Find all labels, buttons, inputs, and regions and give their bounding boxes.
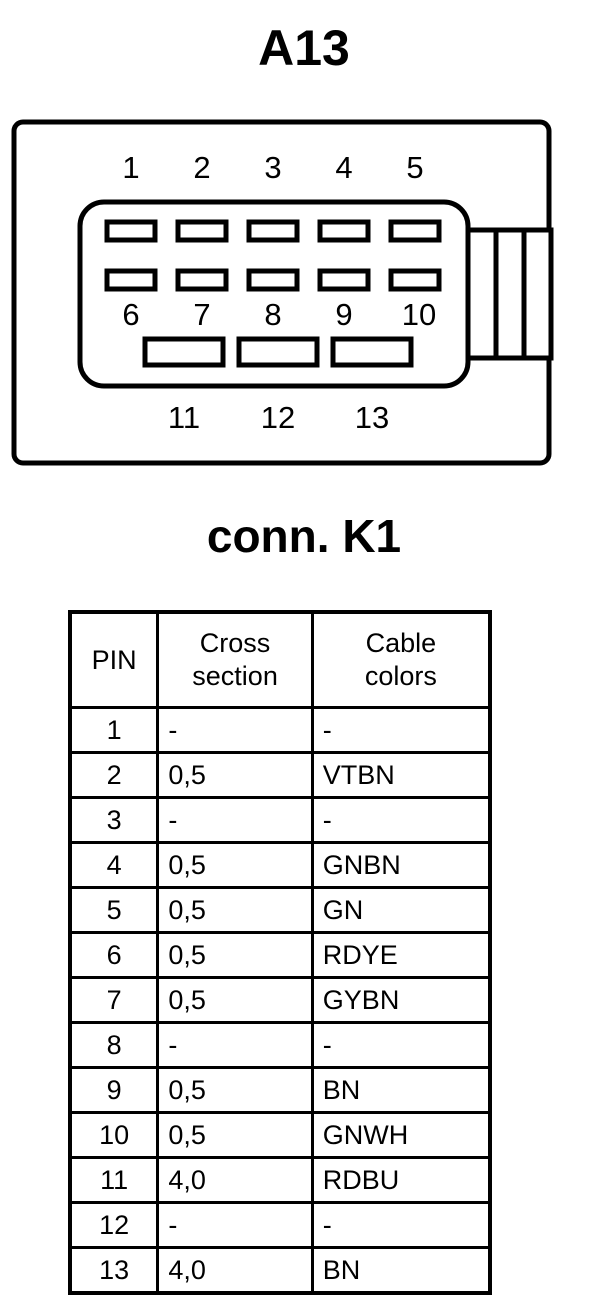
cell-cable-colors: GN <box>310 886 492 934</box>
pin-label-13: 13 <box>355 400 389 435</box>
cell-pin: 7 <box>68 976 160 1024</box>
pin-label-11: 11 <box>168 400 200 435</box>
pin-assignment-table: PIN Cross section Cable colors 1 - - 2 <box>68 610 492 1295</box>
cell-pin: 12 <box>68 1201 160 1249</box>
cell-cable-colors: - <box>310 706 492 754</box>
table-row: 4 0,5 GNBN <box>68 841 492 889</box>
table-row: 13 4,0 BN <box>68 1246 492 1295</box>
pin-label-12: 12 <box>261 400 295 435</box>
pin-label-3: 3 <box>264 150 281 185</box>
cell-pin: 11 <box>68 1156 160 1204</box>
pin-slot-7 <box>175 268 229 292</box>
table-header-row: PIN Cross section Cable colors <box>68 610 492 709</box>
pin-slot-2 <box>175 219 229 243</box>
cell-pin: 1 <box>68 706 160 754</box>
cell-pin: 2 <box>68 751 160 799</box>
pin-slot-10 <box>388 268 442 292</box>
cell-cross-section: 0,5 <box>156 751 314 799</box>
table-row: 10 0,5 GNWH <box>68 1111 492 1159</box>
pin-label-4: 4 <box>335 150 352 185</box>
pin-label-10: 10 <box>402 297 436 332</box>
cell-cable-colors: BN <box>310 1066 492 1114</box>
pin-label-9: 9 <box>335 297 352 332</box>
pin-slot-12 <box>236 336 320 368</box>
pin-slot-4 <box>317 219 371 243</box>
cell-pin: 3 <box>68 796 160 844</box>
column-header-pin: PIN <box>68 610 160 709</box>
cell-cable-colors: BN <box>310 1246 492 1295</box>
column-header-cable-colors-line2: colors <box>364 661 437 691</box>
table-row: 8 - - <box>68 1021 492 1069</box>
table-row: 7 0,5 GYBN <box>68 976 492 1024</box>
pin-slot-8 <box>246 268 300 292</box>
table-row: 11 4,0 RDBU <box>68 1156 492 1204</box>
cell-cross-section: 0,5 <box>156 976 314 1024</box>
cell-pin: 5 <box>68 886 160 934</box>
connector-name-heading: conn. K1 <box>206 510 402 562</box>
pin-label-7: 7 <box>193 297 210 332</box>
cell-cable-colors: GNWH <box>310 1111 492 1159</box>
column-header-cable-colors-line1: Cable <box>365 628 437 658</box>
cell-cross-section: 4,0 <box>156 1156 314 1204</box>
cell-pin: 4 <box>68 841 160 889</box>
connector-side-tab <box>465 227 554 361</box>
page-title: A13 <box>258 20 350 76</box>
pin-label-8: 8 <box>264 297 281 332</box>
cell-pin: 6 <box>68 931 160 979</box>
cell-pin: 9 <box>68 1066 160 1114</box>
pin-label-2: 2 <box>193 150 210 185</box>
column-header-cross-section: Cross section <box>156 610 314 709</box>
table-row: 1 - - <box>68 706 492 754</box>
pin-label-5: 5 <box>406 150 423 185</box>
table-row: 12 - - <box>68 1201 492 1249</box>
table-row: 9 0,5 BN <box>68 1066 492 1114</box>
cell-cross-section: - <box>156 1021 314 1069</box>
cell-pin: 8 <box>68 1021 160 1069</box>
table-row: 3 - - <box>68 796 492 844</box>
cell-cross-section: 0,5 <box>156 1066 314 1114</box>
pin-table-body: 1 - - 2 0,5 VTBN 3 - - 4 0,5 GNBN 5 0,5 <box>68 706 492 1295</box>
cell-cross-section: - <box>156 1201 314 1249</box>
cell-cross-section: 0,5 <box>156 1111 314 1159</box>
pin-slot-1 <box>104 219 158 243</box>
column-header-cable-colors: Cable colors <box>310 610 492 709</box>
cell-cross-section: - <box>156 796 314 844</box>
column-header-pin-line1: PIN <box>91 644 137 675</box>
pin-slot-5 <box>388 219 442 243</box>
pin-slot-3 <box>246 219 300 243</box>
connector-drawing: 1 2 3 4 5 6 7 8 9 10 11 12 13 <box>11 119 554 466</box>
cell-cable-colors: RDYE <box>310 931 492 979</box>
cell-cable-colors: RDBU <box>310 1156 492 1204</box>
pin-slot-6 <box>104 268 158 292</box>
pin-slot-11 <box>142 336 226 368</box>
pin-slot-9 <box>317 268 371 292</box>
cell-cable-colors: VTBN <box>310 751 492 799</box>
table-row: 6 0,5 RDYE <box>68 931 492 979</box>
column-header-cross-section-line1: Cross <box>199 628 271 658</box>
cell-cable-colors: - <box>310 1201 492 1249</box>
column-header-cross-section-line2: section <box>192 661 278 691</box>
cell-cross-section: 0,5 <box>156 931 314 979</box>
pin-slot-13 <box>330 336 414 368</box>
pin-table-container: PIN Cross section Cable colors 1 - - 2 <box>68 610 492 1295</box>
cell-pin: 13 <box>68 1246 160 1295</box>
cell-cable-colors: - <box>310 1021 492 1069</box>
cell-cross-section: 4,0 <box>156 1246 314 1295</box>
cell-cross-section: - <box>156 706 314 754</box>
cell-cross-section: 0,5 <box>156 841 314 889</box>
connector-diagram: 1 2 3 4 5 6 7 8 9 10 11 12 13 <box>0 110 608 480</box>
cell-cross-section: 0,5 <box>156 886 314 934</box>
table-row: 2 0,5 VTBN <box>68 751 492 799</box>
cell-cable-colors: GNBN <box>310 841 492 889</box>
cell-cable-colors: GYBN <box>310 976 492 1024</box>
cell-pin: 10 <box>68 1111 160 1159</box>
table-row: 5 0,5 GN <box>68 886 492 934</box>
pin-label-1: 1 <box>122 150 139 185</box>
cell-cable-colors: - <box>310 796 492 844</box>
pin-label-6: 6 <box>122 297 139 332</box>
